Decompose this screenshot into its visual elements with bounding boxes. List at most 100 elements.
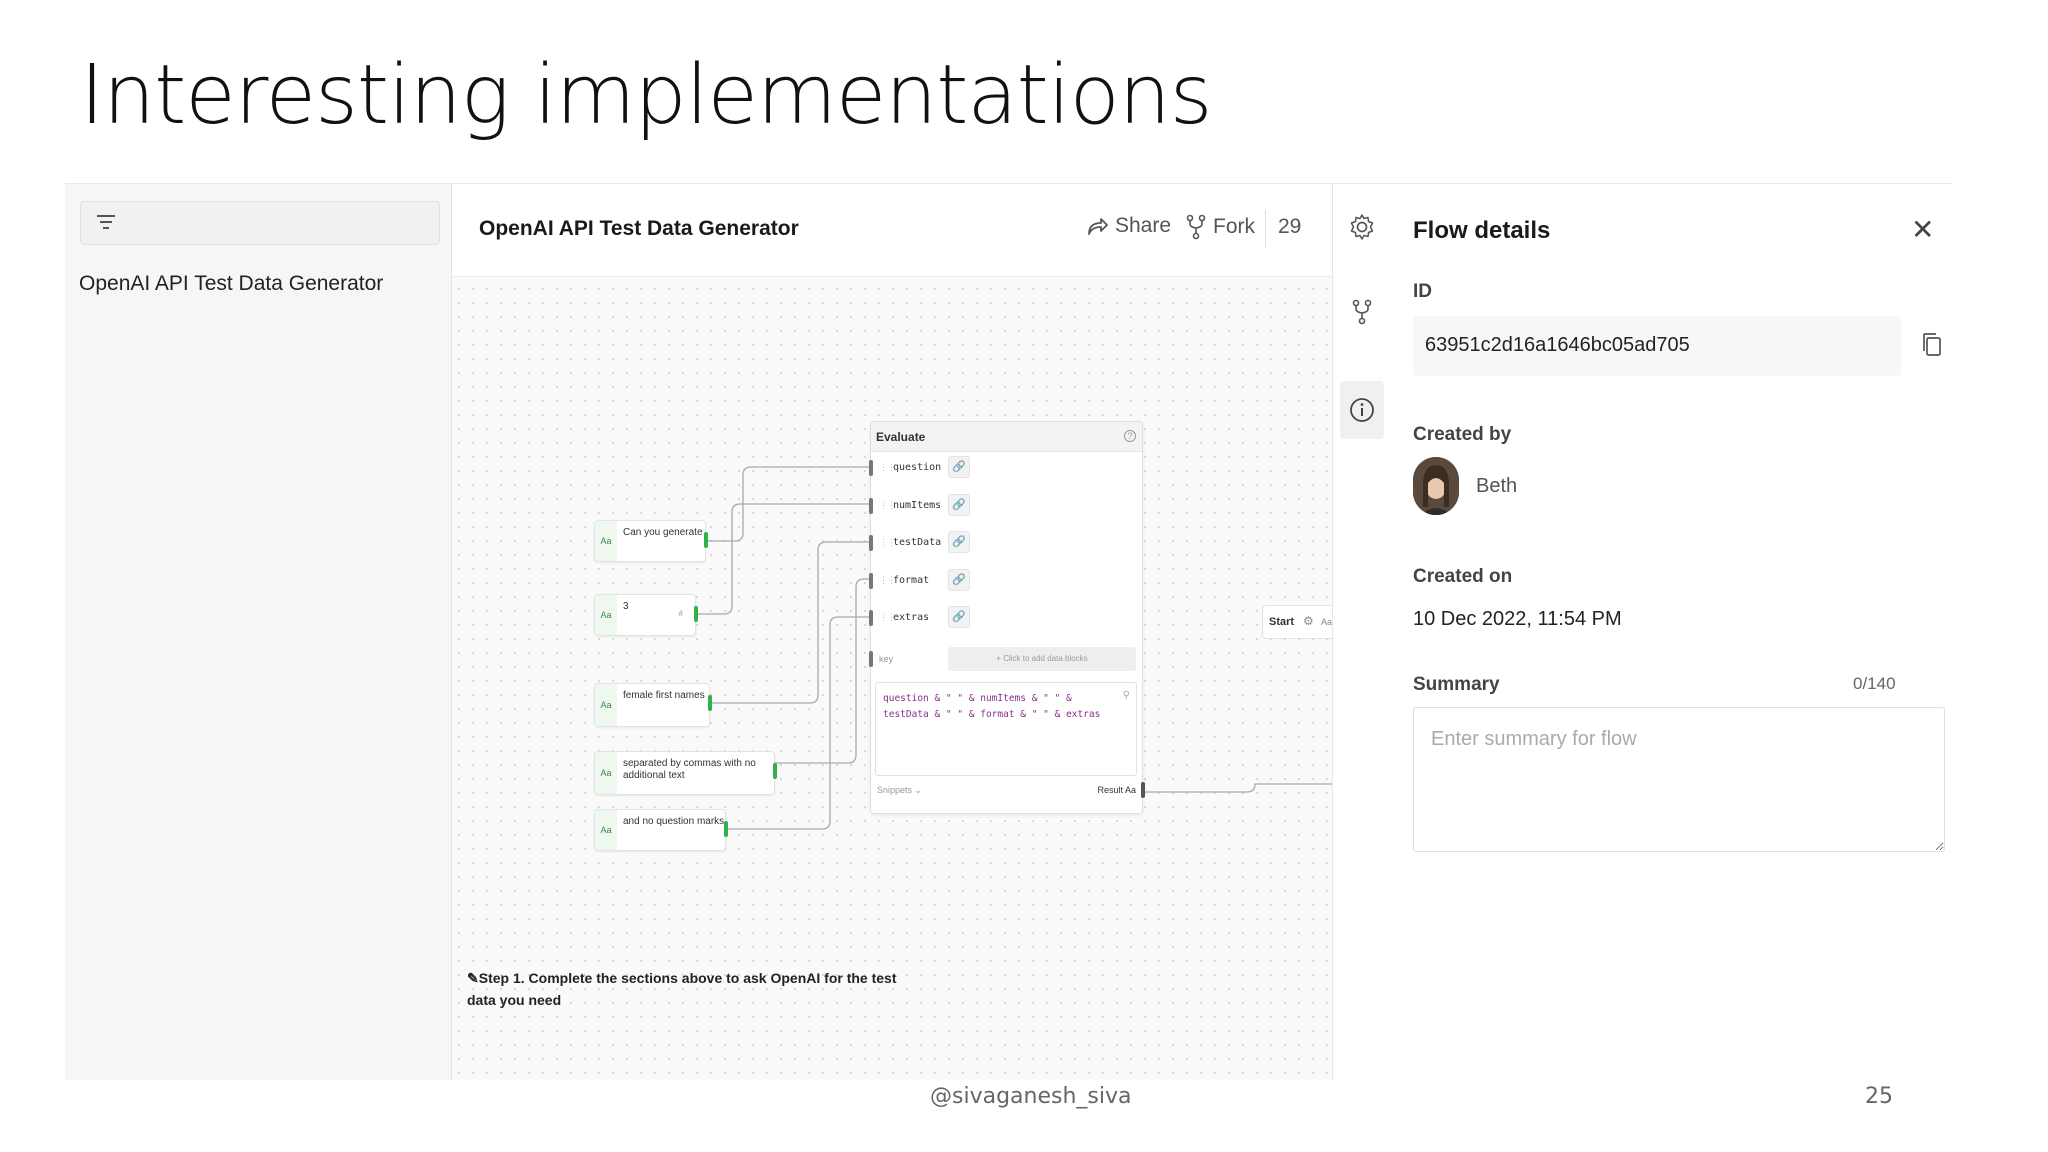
id-label: ID (1413, 281, 1432, 302)
evaluate-node-title: Evaluate (876, 430, 926, 444)
input-port[interactable] (869, 535, 873, 551)
param-name: extras (893, 612, 930, 623)
close-icon[interactable]: ✕ (1911, 214, 1935, 245)
link-icon[interactable]: 🔗 (948, 569, 970, 591)
text-type-badge: Aa (595, 595, 617, 635)
start-node[interactable]: Start ⚙ Aa (1262, 605, 1342, 639)
flow-title: OpenAI API Test Data Generator (479, 217, 799, 240)
creator-name[interactable]: Beth (1476, 475, 1518, 497)
output-handle[interactable] (694, 606, 698, 622)
text-node-value: and no question marks (623, 816, 725, 827)
expression-editor[interactable]: question & " " & numItems & " " & testDa… (875, 682, 1137, 776)
info-button[interactable] (1340, 381, 1384, 439)
snippets-dropdown[interactable]: Snippets ⌄ (877, 785, 923, 795)
slide-title: Interesting implementations (80, 48, 1212, 143)
text-type-badge: Aa (595, 752, 617, 794)
drag-handle-icon[interactable]: ⋮⋮ (879, 537, 896, 547)
text-type-badge: Aa (595, 521, 617, 561)
output-handle[interactable] (708, 695, 712, 711)
share-button[interactable]: Share (1085, 214, 1171, 238)
step-note-text: Step 1. Complete the sections above to a… (467, 970, 897, 1008)
header-divider (1265, 210, 1266, 248)
text-type-badge: Aa (595, 810, 617, 850)
expression-code: question & " " & numItems & " " & testDa… (883, 691, 1100, 723)
summary-char-count: 0/140 (1853, 674, 1896, 693)
details-icon-rail (1332, 184, 1388, 1080)
slide-page-number: 25 (1865, 1084, 1893, 1109)
drag-handle-icon[interactable]: ⋮⋮ (879, 462, 896, 472)
expression-line-1: question & " " & numItems & " " & (883, 693, 1072, 704)
text-node-test-data[interactable]: Aa female first names (594, 683, 712, 727)
id-value: 63951c2d16a1646bc05ad705 (1425, 334, 1690, 356)
output-handle[interactable] (724, 821, 728, 837)
step-note[interactable]: ✎Step 1. Complete the sections above to … (467, 967, 907, 1011)
text-type-badge: Aa (595, 684, 617, 726)
filter-button[interactable] (80, 201, 440, 245)
text-node-value: female first names (623, 690, 705, 701)
settings-button[interactable] (1340, 198, 1384, 256)
expression-line-2: testData & " " & format & " " & extras (883, 709, 1101, 720)
fork-label: Fork (1213, 215, 1255, 238)
id-field: 63951c2d16a1646bc05ad705 (1413, 316, 1901, 376)
link-icon[interactable]: 🔗 (948, 606, 970, 628)
filter-icon (97, 215, 115, 229)
magic-wand-icon[interactable]: ⚲ (1122, 690, 1130, 701)
evaluate-node[interactable]: Evaluate ? ⋮⋮ question 🔗 ⋮⋮ numItems 🔗 ⋮… (869, 421, 1145, 814)
param-row[interactable]: ⋮⋮ numItems 🔗 (869, 491, 1142, 521)
app-window: OpenAI API Test Data Generator OpenAI AP… (65, 183, 1953, 1080)
created-on-label: Created on (1413, 566, 1513, 587)
gear-icon[interactable]: ⚙ (1303, 614, 1314, 628)
fork-button[interactable]: Fork (1185, 214, 1255, 240)
gear-icon (1350, 214, 1374, 240)
text-node-value: 3 (623, 601, 629, 612)
sidebar: OpenAI API Test Data Generator (65, 184, 452, 1080)
avatar[interactable] (1413, 457, 1459, 515)
output-port[interactable] (1141, 782, 1145, 798)
pencil-icon: ✎ (467, 970, 479, 986)
key-port[interactable] (869, 651, 873, 667)
start-node-label: Start (1269, 616, 1295, 628)
summary-input[interactable] (1413, 707, 1945, 852)
text-node-format[interactable]: Aa separated by commas with no additiona… (594, 751, 777, 795)
sidebar-item-flow[interactable]: OpenAI API Test Data Generator (79, 272, 384, 295)
param-row[interactable]: ⋮⋮ extras 🔗 (869, 603, 1142, 633)
number-hint: # (678, 609, 683, 618)
param-row[interactable]: ⋮⋮ question 🔗 (869, 453, 1142, 483)
text-type-badge: Aa (1321, 617, 1333, 627)
snippets-label: Snippets (877, 785, 913, 795)
share-label: Share (1115, 214, 1172, 237)
drag-handle-icon[interactable]: ⋮⋮ (879, 612, 896, 622)
copy-icon[interactable] (1920, 331, 1944, 359)
link-icon[interactable]: 🔗 (948, 456, 970, 478)
drag-handle-icon[interactable]: ⋮⋮ (879, 500, 896, 510)
input-port[interactable] (869, 498, 873, 514)
evaluate-node-header: Evaluate ? (871, 422, 1142, 452)
text-node-num-items[interactable]: Aa 3 # (594, 594, 698, 636)
input-port[interactable] (869, 610, 873, 626)
add-data-blocks-button[interactable]: + Click to add data blocks (948, 647, 1136, 671)
help-icon[interactable]: ? (1124, 430, 1136, 442)
connection-wires (696, 466, 1332, 830)
text-node-extras[interactable]: Aa and no question marks (594, 809, 728, 851)
param-row[interactable]: ⋮⋮ testData 🔗 (869, 528, 1142, 558)
flow-details-panel: Flow details ✕ ID 63951c2d16a1646bc05ad7… (1388, 184, 1953, 1080)
summary-label: Summary (1413, 674, 1500, 695)
link-icon[interactable]: 🔗 (948, 531, 970, 553)
drag-handle-icon[interactable]: ⋮⋮ (879, 575, 896, 585)
param-row[interactable]: ⋮⋮ format 🔗 (869, 566, 1142, 596)
key-label: key (879, 654, 894, 664)
param-name: testData (893, 537, 942, 548)
link-icon[interactable]: 🔗 (948, 494, 970, 516)
output-handle[interactable] (773, 763, 777, 779)
output-handle[interactable] (704, 532, 708, 548)
flow-canvas[interactable]: OpenAI API Test Data Generator Share For… (452, 184, 1342, 1080)
param-name: question (893, 462, 942, 473)
canvas-header: OpenAI API Test Data Generator Share For… (452, 184, 1332, 277)
input-port[interactable] (869, 573, 873, 589)
created-by-label: Created by (1413, 424, 1512, 445)
result-output-label: Result Aa (1097, 785, 1136, 795)
text-node-value: separated by commas with no additional t… (623, 758, 756, 781)
branches-button[interactable] (1340, 283, 1384, 341)
text-node-question[interactable]: Aa Can you generate (594, 520, 708, 562)
input-port[interactable] (869, 460, 873, 476)
